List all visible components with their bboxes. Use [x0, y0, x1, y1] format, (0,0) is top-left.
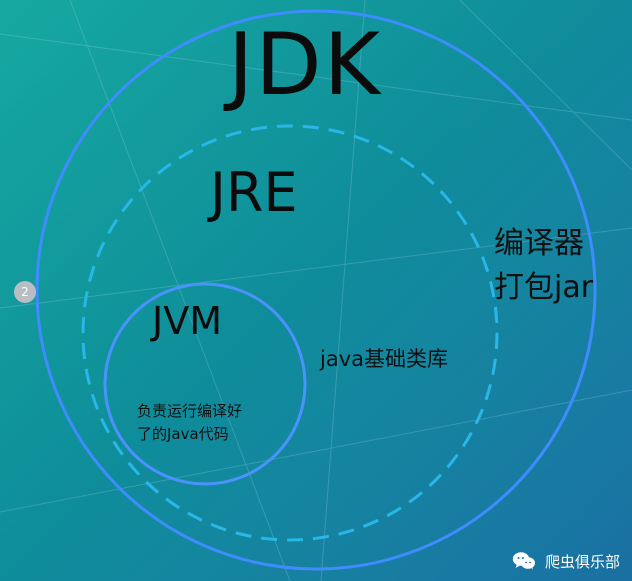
background-line	[0, 227, 632, 309]
jre-label: JRE	[210, 161, 298, 224]
jvm-description-line-2: 了的Java代码	[137, 425, 229, 443]
compiler-label: 编译器	[494, 226, 584, 261]
jdk-ring	[35, 9, 597, 571]
jdk-label: JDK	[228, 15, 382, 115]
background-line	[0, 389, 632, 513]
wechat-icon	[512, 552, 535, 570]
watermark-text: 爬虫俱乐部	[544, 552, 620, 571]
background-line	[69, 0, 291, 581]
jre-ring	[81, 124, 499, 542]
jvm-description: 负责运行编译好 了的Java代码	[137, 400, 242, 446]
jvm-label: JVM	[152, 299, 222, 343]
jvm-description-line-1: 负责运行编译好	[137, 402, 243, 420]
wechat-watermark: 爬虫俱乐部	[510, 547, 620, 575]
jdk-tools-label: 编译器 打包jar	[494, 222, 593, 310]
background-line	[320, 0, 366, 581]
background-line	[459, 0, 632, 171]
page-badge: 2	[14, 281, 36, 303]
jre-libraries-label: java基础类库	[320, 347, 448, 371]
jar-packaging-label: 打包jar	[494, 270, 594, 305]
jvm-ring	[103, 282, 307, 486]
